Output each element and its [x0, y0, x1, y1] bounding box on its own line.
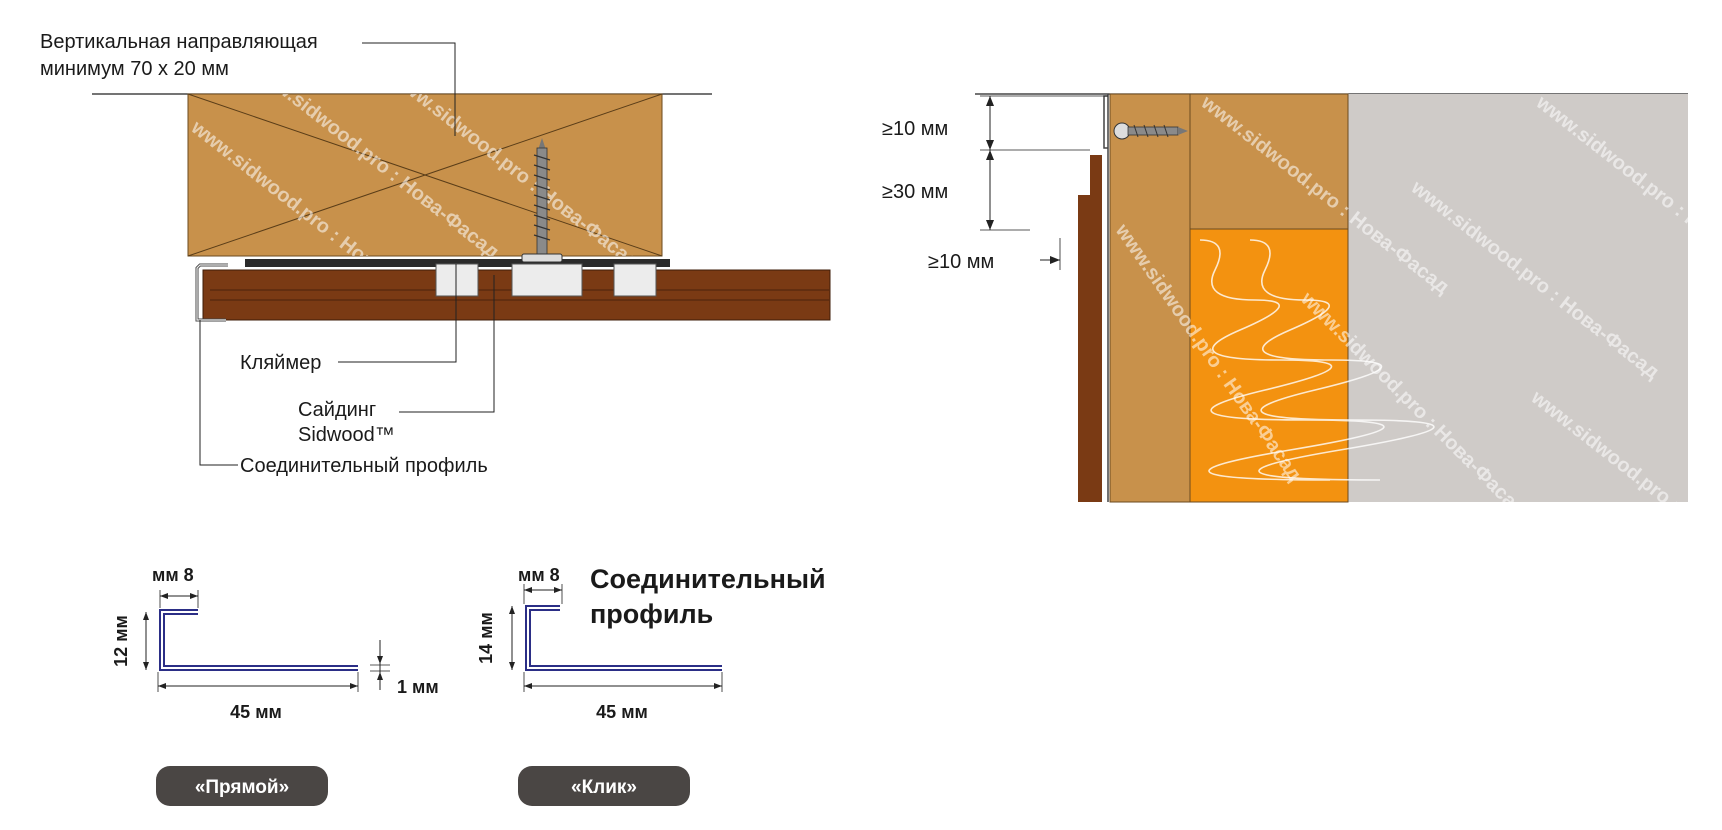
connector-profile-highlight — [196, 264, 228, 321]
beam-cross-line — [187, 93, 663, 257]
label-siding-line2: Sidwood™ — [298, 424, 395, 446]
arrow-icon — [554, 587, 562, 593]
arrow-icon — [1050, 256, 1060, 264]
siding-section — [1078, 195, 1102, 502]
arrow-icon — [350, 683, 358, 689]
profile-click: мм 8 14 мм 45 мм — [476, 565, 723, 722]
arrow-icon — [986, 150, 994, 160]
arrow-icon — [190, 593, 198, 599]
dim-straight-thickness: 1 мм — [397, 677, 439, 697]
label-guide-line1: Вертикальная направляющая — [40, 31, 318, 53]
click-profile-button[interactable]: «Клик» — [518, 766, 690, 806]
arrow-icon — [986, 96, 994, 106]
screw-icon — [1113, 122, 1188, 140]
siding-section-top — [1090, 155, 1102, 203]
dim-click-width: 45 мм — [596, 702, 648, 722]
dim-click-top: мм 8 — [518, 565, 560, 585]
arrow-icon — [143, 662, 149, 670]
arrow-icon — [524, 683, 532, 689]
profile-straight-inner — [161, 611, 358, 669]
dim-gap-side: ≥10 мм — [928, 251, 994, 273]
clamp — [511, 263, 583, 297]
dim-click-height: 14 мм — [476, 612, 496, 664]
arrow-icon — [986, 140, 994, 150]
profile-straight-shape — [159, 609, 358, 671]
arrow-icon — [509, 662, 515, 670]
clamp — [613, 263, 657, 297]
leader-guide — [362, 42, 456, 136]
straight-profile-button-label: «Прямой» — [195, 777, 289, 798]
dim-gap-top: ≥10 мм — [882, 118, 948, 140]
clamp — [435, 263, 479, 297]
fixing-strip — [245, 259, 670, 267]
screw-icon — [521, 138, 563, 263]
straight-profile-button[interactable]: «Прямой» — [156, 766, 328, 806]
dim-straight-height: 12 мм — [111, 615, 131, 667]
insulation-pattern — [1199, 239, 1435, 481]
arrow-icon — [143, 612, 149, 620]
label-siding-line1: Сайдинг — [298, 399, 376, 421]
top-view: www.sidwood.pro : Нова-Фасад www.sidwood… — [40, 31, 831, 477]
dim-straight-top: мм 8 — [152, 565, 194, 585]
arrow-icon — [509, 606, 515, 614]
wall-layer — [1348, 94, 1688, 502]
leader-connector — [199, 320, 238, 466]
profile-title-line2: профиль — [590, 599, 713, 629]
profile-click-inner — [527, 607, 722, 669]
leader-clamp — [338, 264, 457, 363]
arrow-icon — [377, 672, 383, 680]
section-view: www.sidwood.pro : Нова-Фасад www.sidwood… — [882, 93, 1688, 503]
click-profile-button-bg — [518, 766, 690, 806]
arrow-icon — [524, 587, 532, 593]
arrow-icon — [160, 593, 168, 599]
click-profile-button-label: «Клик» — [571, 777, 637, 798]
dim-straight-width: 45 мм — [230, 702, 282, 722]
label-clamp: Кляймер — [240, 352, 321, 374]
profile-title-line1: Соединительный — [590, 564, 826, 594]
label-connector: Соединительный профиль — [240, 455, 488, 477]
insulation-layer — [1189, 228, 1349, 503]
label-guide-line2: минимум 70 х 20 мм — [40, 58, 229, 80]
straight-profile-button-bg — [156, 766, 328, 806]
vertical-guide-section — [1109, 93, 1191, 503]
arrow-icon — [377, 656, 383, 664]
arrow-icon — [986, 220, 994, 230]
profile-straight: мм 8 12 мм 1 мм 45 мм — [111, 565, 439, 722]
arrow-icon — [714, 683, 722, 689]
arrow-icon — [158, 683, 166, 689]
dim-gap-mid: ≥30 мм — [882, 181, 948, 203]
leader-siding — [399, 275, 495, 413]
